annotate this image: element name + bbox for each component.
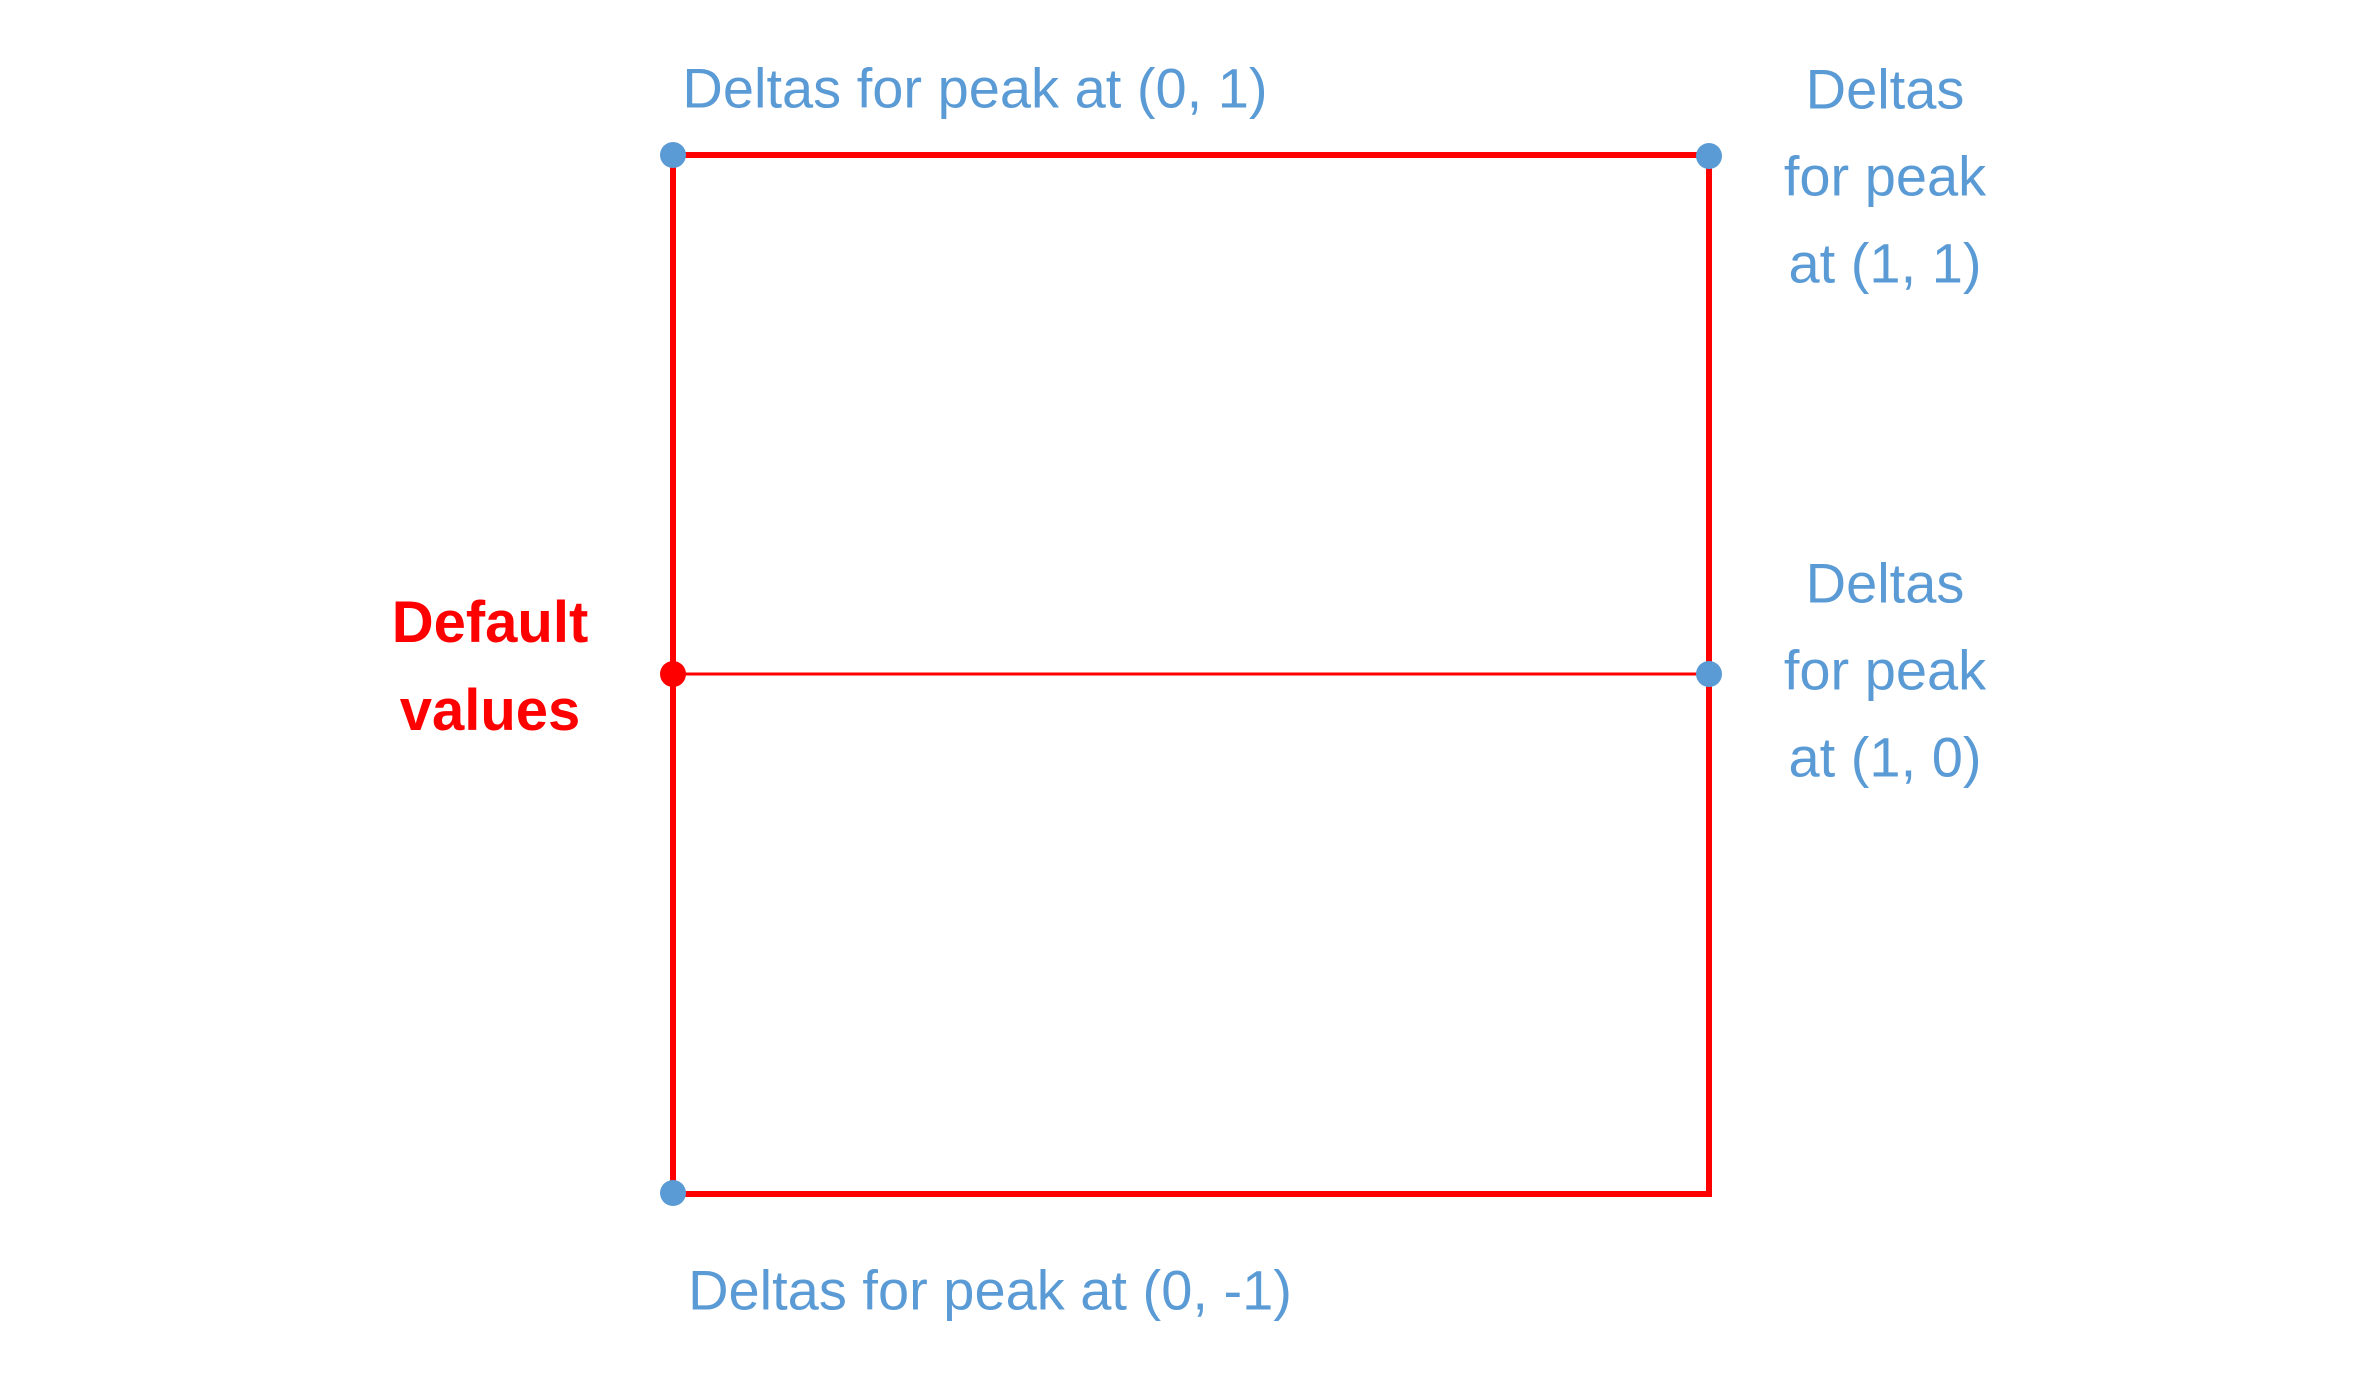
label-default-values-line1: Default [391, 590, 589, 655]
point-peak-0-neg1 [660, 1180, 686, 1206]
label-peak-1-1: Deltas for peak at (1, 1) [1784, 46, 1986, 307]
label-peak-1-0-line1: Deltas [1805, 551, 1965, 615]
label-peak-1-0: Deltas for peak at (1, 0) [1784, 540, 1986, 801]
label-peak-1-1-line3: at (1, 1) [1788, 231, 1982, 295]
label-default-values: Default values [392, 579, 589, 755]
label-peak-0-neg1: Deltas for peak at (0, -1) [688, 1258, 1292, 1322]
label-peak-1-0-line2: for peak [1783, 638, 1987, 702]
point-peak-1-1 [1696, 143, 1722, 169]
point-peak-1-0 [1696, 661, 1722, 687]
label-peak-1-0-line3: at (1, 0) [1788, 725, 1982, 789]
point-default-values [660, 661, 686, 687]
point-peak-0-1 [660, 142, 686, 168]
label-default-values-line2: values [399, 678, 581, 743]
label-peak-1-1-line2: for peak [1783, 144, 1987, 208]
label-peak-0-1: Deltas for peak at (0, 1) [682, 56, 1268, 120]
label-peak-1-1-line1: Deltas [1805, 57, 1965, 121]
